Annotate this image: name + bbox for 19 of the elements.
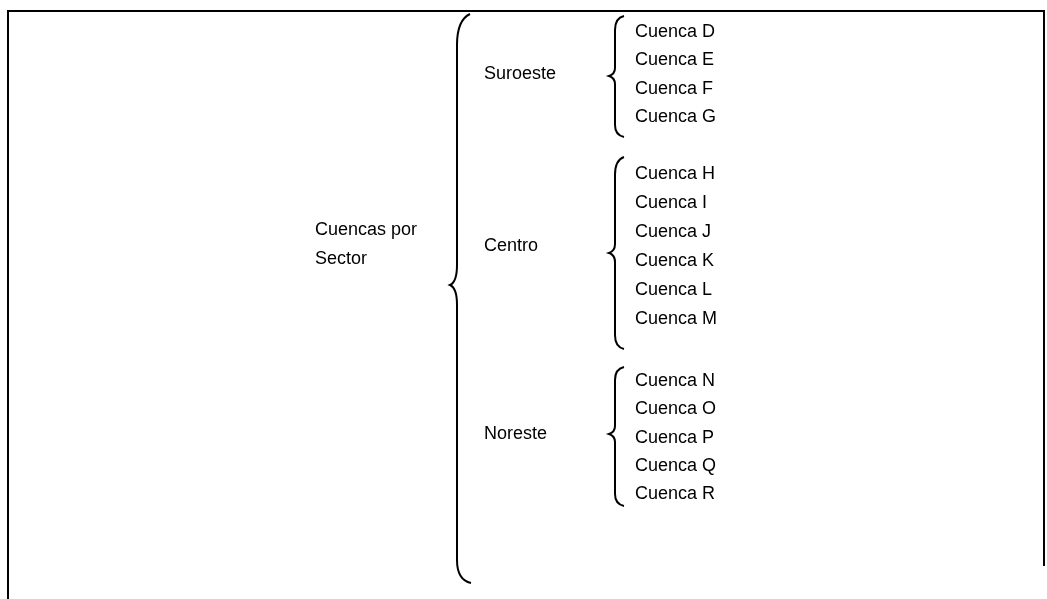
- item-label: Cuenca F: [635, 77, 714, 100]
- item-label: Cuenca Q: [635, 454, 717, 477]
- item-label: Cuenca J: [635, 220, 712, 243]
- item-label: Cuenca H: [635, 162, 716, 185]
- group-label: Noreste: [484, 422, 548, 445]
- item-label: Cuenca P: [635, 426, 715, 449]
- item-label: Cuenca O: [635, 397, 717, 420]
- item-label: Cuenca E: [635, 48, 715, 71]
- group-label: Centro: [484, 234, 539, 257]
- item-label: Cuenca D: [635, 20, 716, 43]
- group-label: Suroeste: [484, 62, 557, 85]
- item-label: Cuenca L: [635, 278, 713, 301]
- root-label: Cuencas por Sector: [315, 218, 419, 270]
- item-label: Cuenca M: [635, 307, 718, 330]
- item-label: Cuenca G: [635, 105, 717, 128]
- item-label: Cuenca N: [635, 369, 716, 392]
- item-label: Cuenca K: [635, 249, 715, 272]
- item-label: Cuenca I: [635, 191, 708, 214]
- item-label: Cuenca R: [635, 482, 716, 505]
